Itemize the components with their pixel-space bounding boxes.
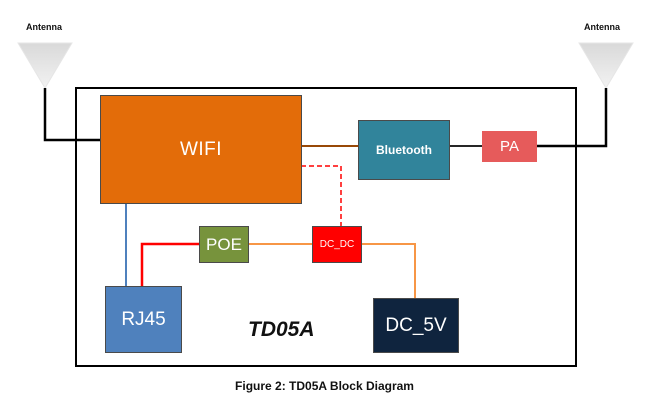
dc-dc-block: DC_DC bbox=[312, 226, 362, 263]
rj45-poe-link bbox=[140, 242, 199, 286]
wifi-block: WIFI bbox=[100, 95, 302, 204]
left-antenna-line bbox=[43, 88, 100, 142]
dc-dc-label: DC_DC bbox=[319, 239, 355, 250]
right-antenna-label: Antenna bbox=[584, 22, 620, 32]
left-antenna-icon bbox=[17, 42, 73, 89]
module-outline bbox=[75, 87, 577, 367]
rj45-label: RJ45 bbox=[121, 308, 166, 330]
model-name: TD05A bbox=[248, 318, 315, 341]
right-antenna-icon bbox=[578, 42, 634, 89]
bluetooth-block: Bluetooth bbox=[358, 120, 450, 180]
figure-caption: Figure 2: TD05A Block Diagram bbox=[235, 379, 414, 393]
wifi-label: WIFI bbox=[179, 138, 223, 160]
bluetooth-label: Bluetooth bbox=[376, 143, 432, 157]
pa-label: PA bbox=[500, 138, 519, 155]
right-antenna-line bbox=[537, 88, 608, 148]
dcdc-dc5v-link bbox=[362, 243, 416, 298]
pa-block: PA bbox=[482, 131, 537, 162]
poe-block: POE bbox=[199, 226, 249, 263]
dc-5v-block: DC_5V bbox=[373, 298, 459, 353]
rj45-block: RJ45 bbox=[105, 286, 182, 353]
left-antenna-label: Antenna bbox=[26, 22, 62, 32]
dc-5v-label: DC_5V bbox=[385, 314, 447, 336]
poe-label: POE bbox=[206, 234, 242, 254]
